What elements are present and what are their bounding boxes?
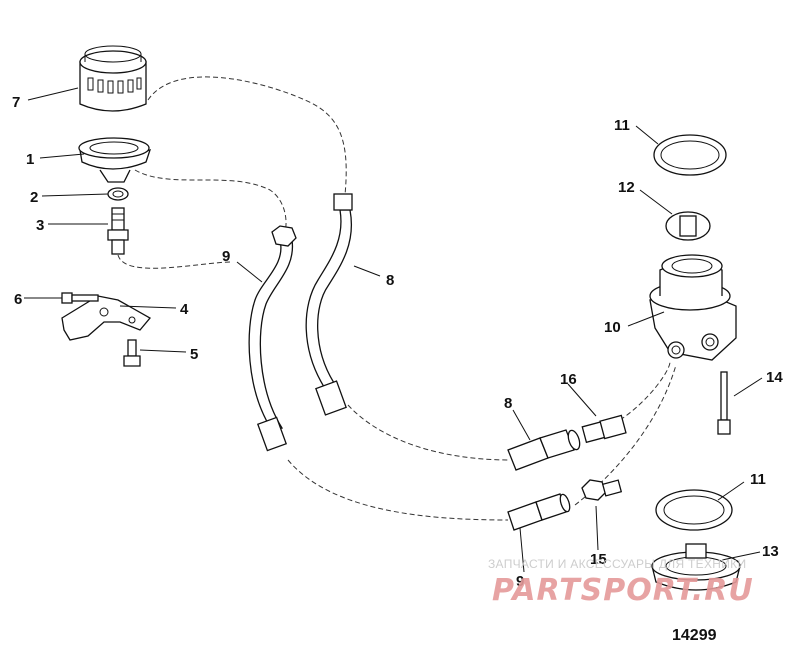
callout-9-upper: 9 xyxy=(222,248,230,265)
callout-4: 4 xyxy=(180,301,189,318)
callout-8-upper: 8 xyxy=(386,272,394,289)
callout-7: 7 xyxy=(12,94,20,111)
callout-5: 5 xyxy=(190,346,198,363)
callout-11-lower: 11 xyxy=(750,471,766,488)
fitting-part-3 xyxy=(107,207,129,255)
callout-8-lower: 8 xyxy=(504,395,512,412)
callout-15: 15 xyxy=(590,551,607,568)
watermark-logo: PARTSPORT.RU xyxy=(492,573,754,608)
fitting-part-15 xyxy=(581,479,623,501)
bolt-part-14 xyxy=(717,371,731,435)
screw-part-6 xyxy=(61,292,99,304)
gasket-part-2 xyxy=(107,187,129,201)
callout-12: 12 xyxy=(618,179,635,196)
thermostat-part-12 xyxy=(665,211,711,241)
o-ring-part-11-lower xyxy=(655,489,733,531)
filter-housing-part-10 xyxy=(649,254,737,361)
hose-part-9 xyxy=(248,225,297,452)
figure-number: 14299 xyxy=(672,627,717,644)
callout-10: 10 xyxy=(604,319,621,336)
hose-part-8-upper xyxy=(305,193,353,416)
filter-cap-part-13 xyxy=(651,543,741,591)
callout-9-lower: 9 xyxy=(516,573,524,590)
hose-part-8-lower xyxy=(507,429,581,471)
callout-14: 14 xyxy=(766,369,783,386)
callout-16: 16 xyxy=(560,371,577,388)
hose-part-9-lower xyxy=(507,493,571,531)
watermark-tagline: ЗАПЧАСТИ И АКСЕССУАРЫ ДЛЯ ТЕХНИКИ xyxy=(488,557,746,571)
callout-1: 1 xyxy=(26,151,34,168)
callout-labels: 7 1 2 3 6 4 5 9 8 11 12 10 14 16 8 11 15… xyxy=(12,94,783,590)
leader-lines xyxy=(24,87,763,573)
callout-13: 13 xyxy=(762,543,779,560)
callout-11-upper: 11 xyxy=(614,117,630,134)
bracket-part-4 xyxy=(61,295,151,341)
o-ring-part-11-upper xyxy=(653,134,727,176)
callout-2: 2 xyxy=(30,189,38,206)
callout-6: 6 xyxy=(14,291,22,308)
dashed-flow-lines xyxy=(117,76,677,521)
oil-filter-part-7 xyxy=(79,45,147,112)
fitting-part-16 xyxy=(581,414,627,444)
callout-3: 3 xyxy=(36,217,44,234)
watermark: ЗАПЧАСТИ И АКСЕССУАРЫ ДЛЯ ТЕХНИКИ PARTSP… xyxy=(488,557,754,608)
filter-adapter-part-1 xyxy=(78,137,152,183)
bolt-part-5 xyxy=(123,339,141,367)
